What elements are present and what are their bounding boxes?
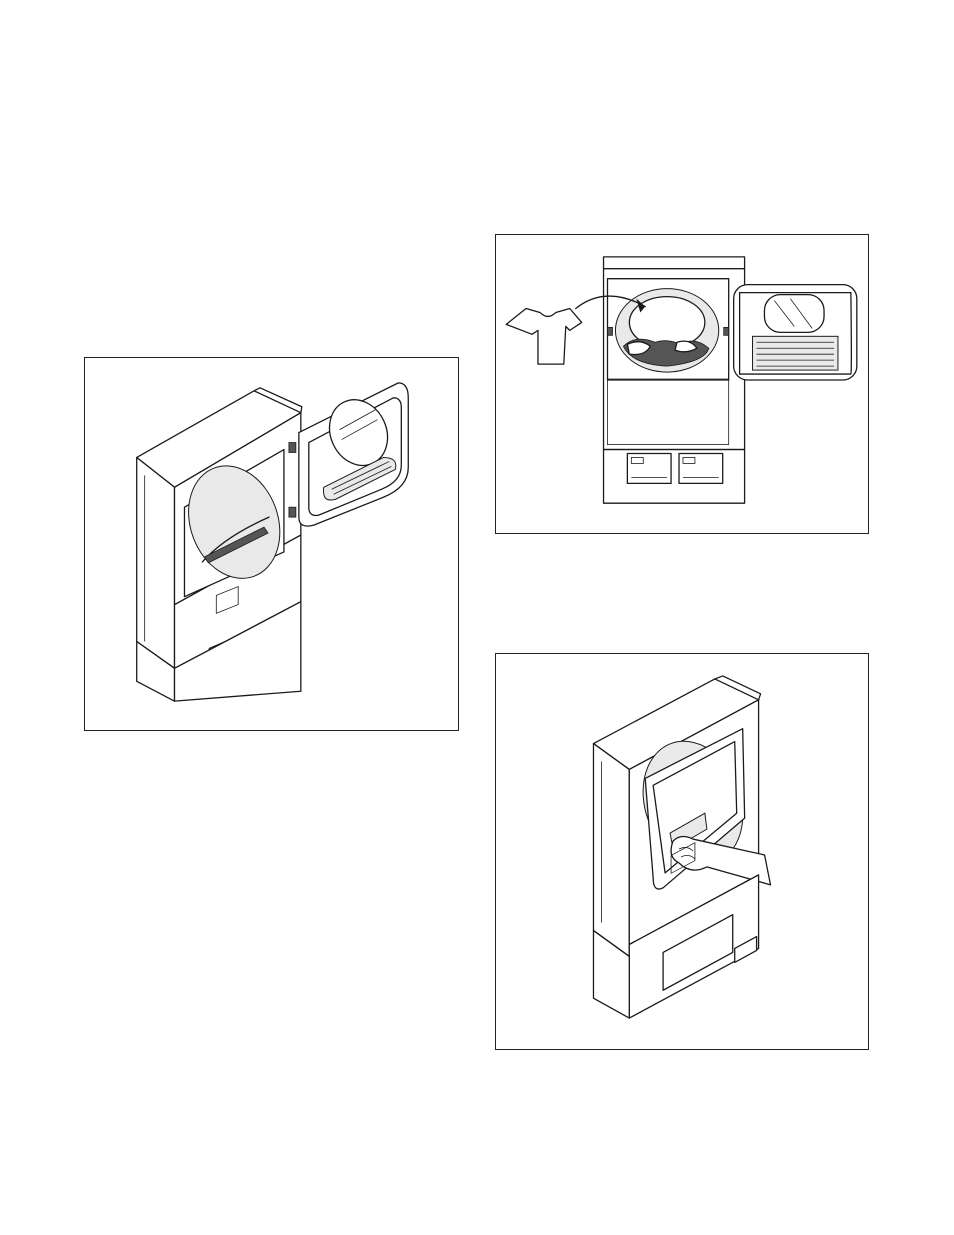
dryer-left-side [593, 744, 629, 957]
figure-dryer-close-door [495, 653, 869, 1050]
control-panel-left [627, 454, 671, 484]
figure-dryer-door-open [84, 357, 459, 731]
shirt-icon [506, 309, 581, 365]
dryer-load-illustration [496, 235, 868, 533]
door-lint-grille [753, 336, 838, 370]
figure-dryer-load-laundry [495, 234, 869, 534]
dryer-close-illustration [496, 654, 868, 1049]
dryer-left-side [137, 457, 175, 668]
control-panel-right [679, 454, 723, 484]
dryer-base [604, 450, 745, 504]
dryer-door-open-illustration [85, 358, 458, 730]
dryer-top [604, 257, 745, 269]
door-window [764, 295, 824, 333]
